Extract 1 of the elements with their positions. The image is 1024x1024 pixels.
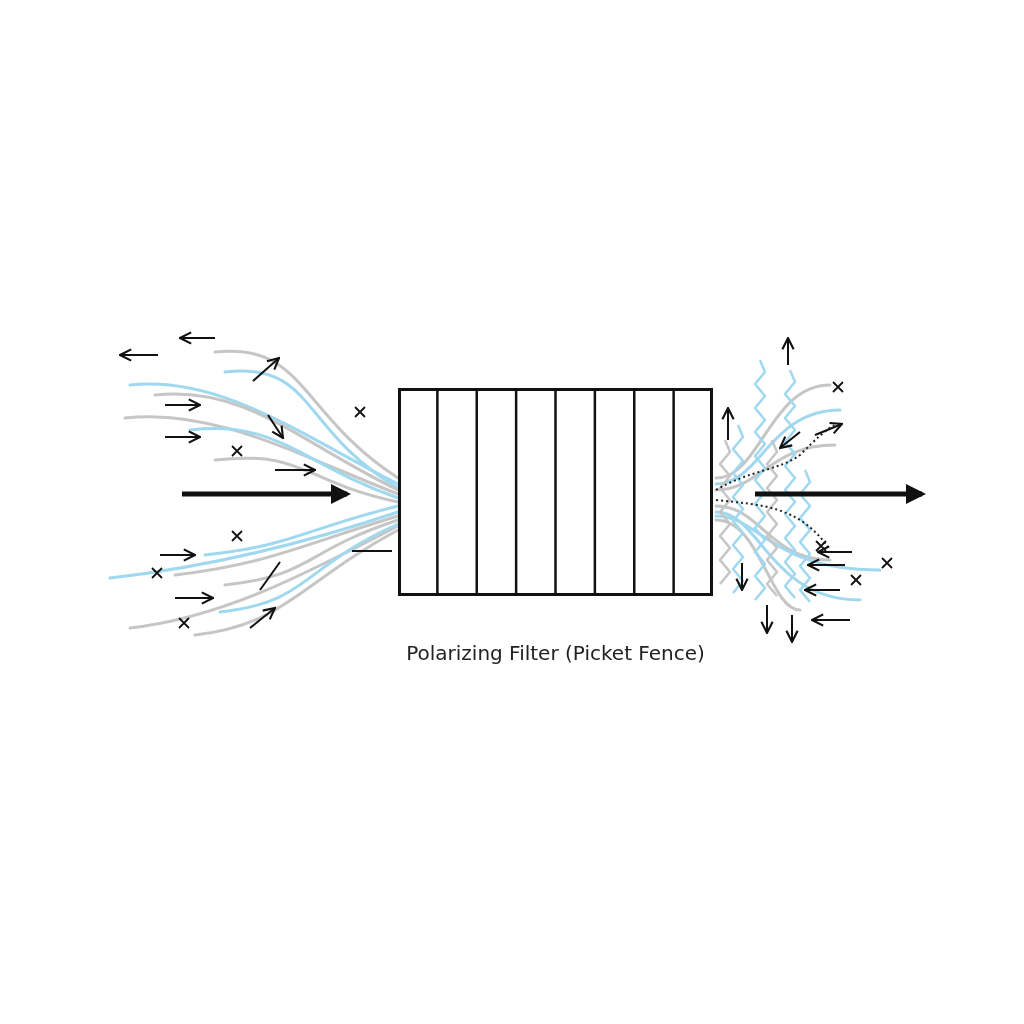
filter-caption: Polarizing Filter (Picket Fence) bbox=[406, 641, 705, 665]
